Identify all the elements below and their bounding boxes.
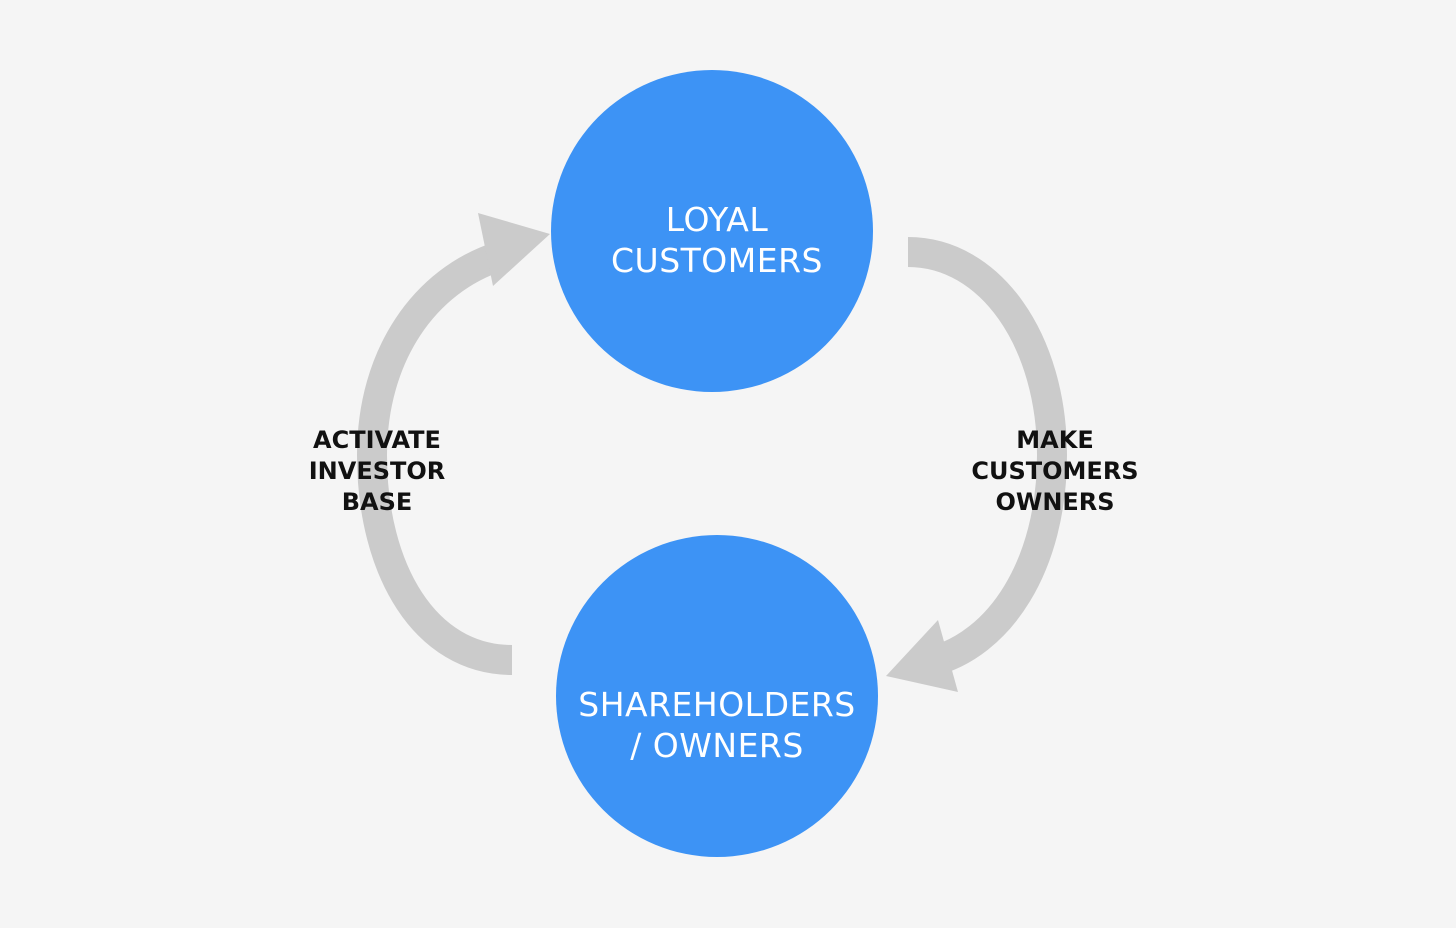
arrow-make-customers-owners <box>886 237 1068 692</box>
edge-label-make-customers-owners: MAKE CUSTOMERS OWNERS <box>971 426 1138 516</box>
node-loyal-customers: LOYAL CUSTOMERS <box>551 70 873 392</box>
arrow-activate-investor-base <box>356 213 550 675</box>
node-loyal-customers-line-1: LOYAL <box>666 200 769 239</box>
edge-label-right-line-3: OWNERS <box>995 488 1114 516</box>
edge-label-left-line-2: INVESTOR <box>309 457 446 485</box>
node-shareholders-owners: SHAREHOLDERS / OWNERS <box>556 535 878 857</box>
edge-label-left-line-3: BASE <box>342 488 413 516</box>
arrow-right-shaft <box>907 237 1068 677</box>
edge-label-left-line-1: ACTIVATE <box>313 426 441 454</box>
arrow-left-shaft <box>356 241 513 675</box>
node-shareholders-circle <box>556 535 878 857</box>
node-shareholders-line-2: / OWNERS <box>630 726 804 765</box>
arrow-left-head <box>478 213 550 286</box>
node-loyal-customers-circle <box>551 70 873 392</box>
node-loyal-customers-line-2: CUSTOMERS <box>611 241 823 280</box>
node-shareholders-line-1: SHAREHOLDERS <box>578 685 855 724</box>
arrow-right-head <box>886 620 958 692</box>
edge-label-right-line-1: MAKE <box>1016 426 1093 454</box>
edge-label-activate-investor-base: ACTIVATE INVESTOR BASE <box>309 426 446 516</box>
edge-label-right-line-2: CUSTOMERS <box>971 457 1138 485</box>
